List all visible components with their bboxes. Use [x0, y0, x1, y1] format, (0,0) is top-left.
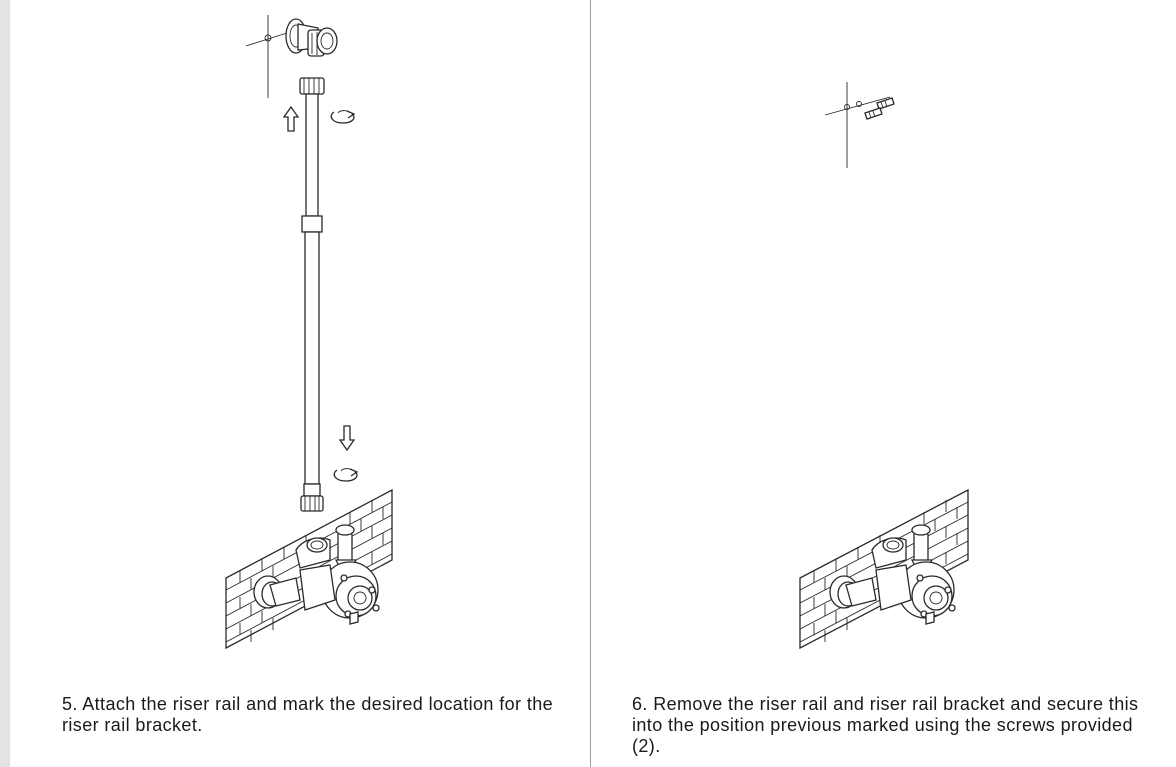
screw-icon [864, 107, 883, 120]
riser-rail [301, 93, 323, 497]
step-5-number: 5. [62, 694, 78, 714]
step-6-illustration [799, 82, 969, 650]
shower-valve [829, 524, 956, 625]
shower-valve [253, 524, 380, 625]
step-6-text: Remove the riser rail and riser rail bra… [632, 694, 1139, 756]
step-5-caption: 5. Attach the riser rail and mark the de… [62, 694, 572, 736]
screw-icon [876, 97, 895, 110]
page-gutter [0, 0, 10, 767]
rotate-icon [330, 110, 356, 124]
mark-crosshair-icon [245, 15, 291, 98]
down-arrow-icon [338, 425, 356, 452]
step-6-number: 6. [632, 694, 648, 714]
column-divider [590, 0, 591, 767]
rotate-icon [333, 468, 359, 482]
step-5-text: Attach the riser rail and mark the desir… [62, 694, 554, 735]
riser-rail-bracket [285, 18, 338, 57]
step-6-caption: 6. Remove the riser rail and riser rail … [632, 694, 1152, 757]
step-5-illustration [225, 15, 393, 650]
mark-crosshair-icon [824, 82, 891, 168]
riser-rail-bottom-nut [300, 495, 324, 512]
up-arrow-icon [282, 105, 300, 132]
riser-rail-top-nut [299, 77, 325, 95]
